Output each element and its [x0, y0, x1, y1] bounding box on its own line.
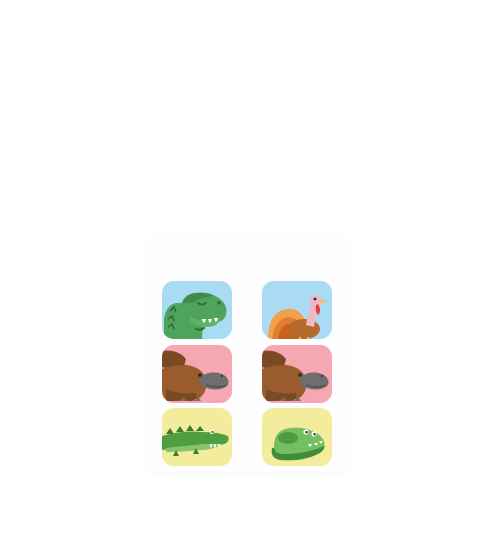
- memory-tile[interactable]: [162, 281, 232, 339]
- memory-tile[interactable]: [162, 408, 232, 466]
- t-rex-icon: [162, 281, 232, 339]
- platypus-icon: [162, 345, 232, 403]
- memory-tile[interactable]: [162, 345, 232, 403]
- platypus-icon: [262, 345, 332, 403]
- crocodile-icon: [162, 408, 232, 466]
- turkey-icon: [262, 281, 332, 339]
- dino-slipper-icon: [262, 408, 332, 466]
- memory-tile[interactable]: [262, 281, 332, 339]
- memory-tile[interactable]: [262, 345, 332, 403]
- memory-tile[interactable]: [262, 408, 332, 466]
